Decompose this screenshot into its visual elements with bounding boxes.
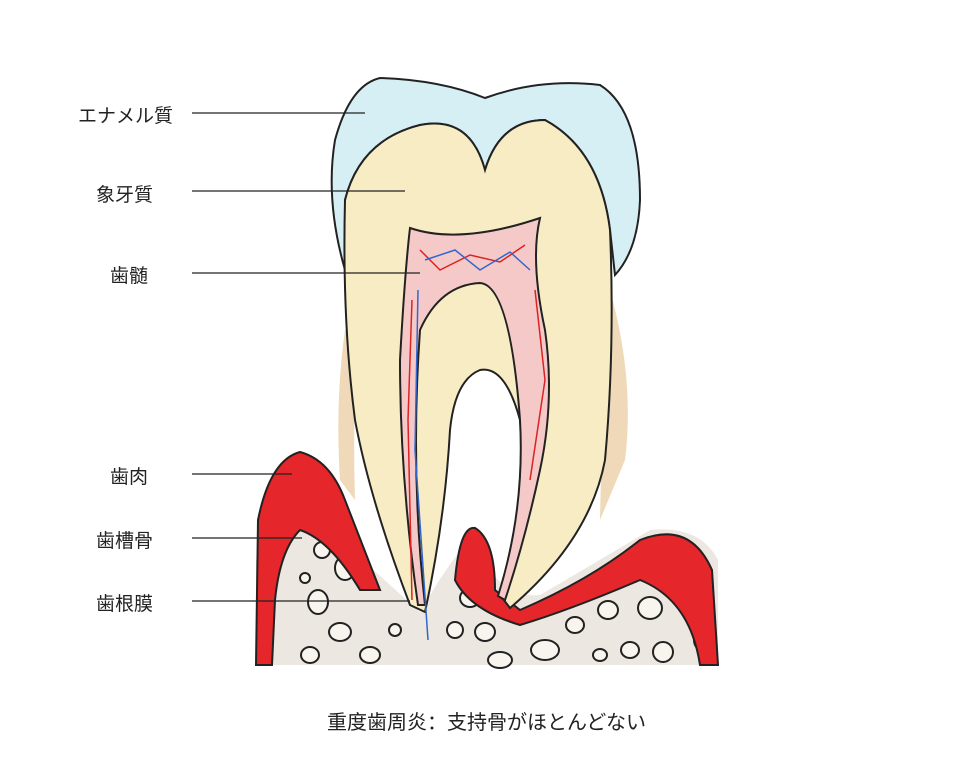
leader-lines [192,112,420,602]
label-pulp: 歯髄 [110,265,149,287]
label-enamel: エナメル質 [78,105,174,127]
label-periodontal-ligament: 歯根膜 [96,593,154,615]
pulp [398,216,550,606]
label-dentin: 象牙質 [96,184,154,206]
blood-vessels [407,244,546,641]
caption: 重度歯周炎：支持骨がほとんどない [327,710,646,734]
label-alveolar-bone: 歯槽骨 [96,530,154,552]
gingiva-left [254,450,382,666]
label-gingiva: 歯肉 [110,466,149,488]
gingiva-right [453,526,720,666]
